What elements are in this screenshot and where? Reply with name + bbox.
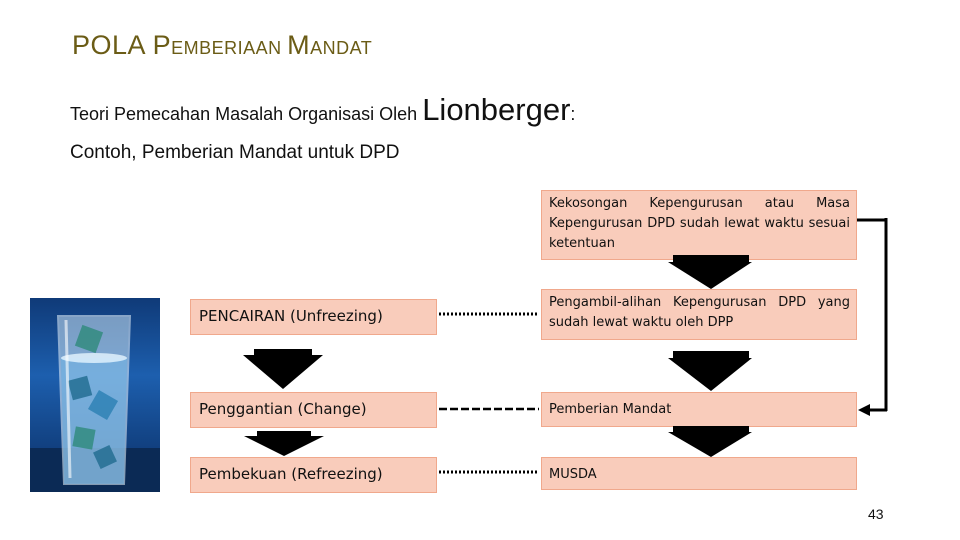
down-arrow-right-3 [668, 426, 752, 457]
feedback-loop-arrow [857, 218, 887, 416]
down-arrow-left-1 [243, 349, 323, 389]
down-arrow-right-1 [668, 255, 752, 289]
down-arrow-right-2 [668, 351, 752, 391]
down-arrow-left-2 [244, 431, 324, 456]
page-number: 43 [868, 506, 884, 522]
